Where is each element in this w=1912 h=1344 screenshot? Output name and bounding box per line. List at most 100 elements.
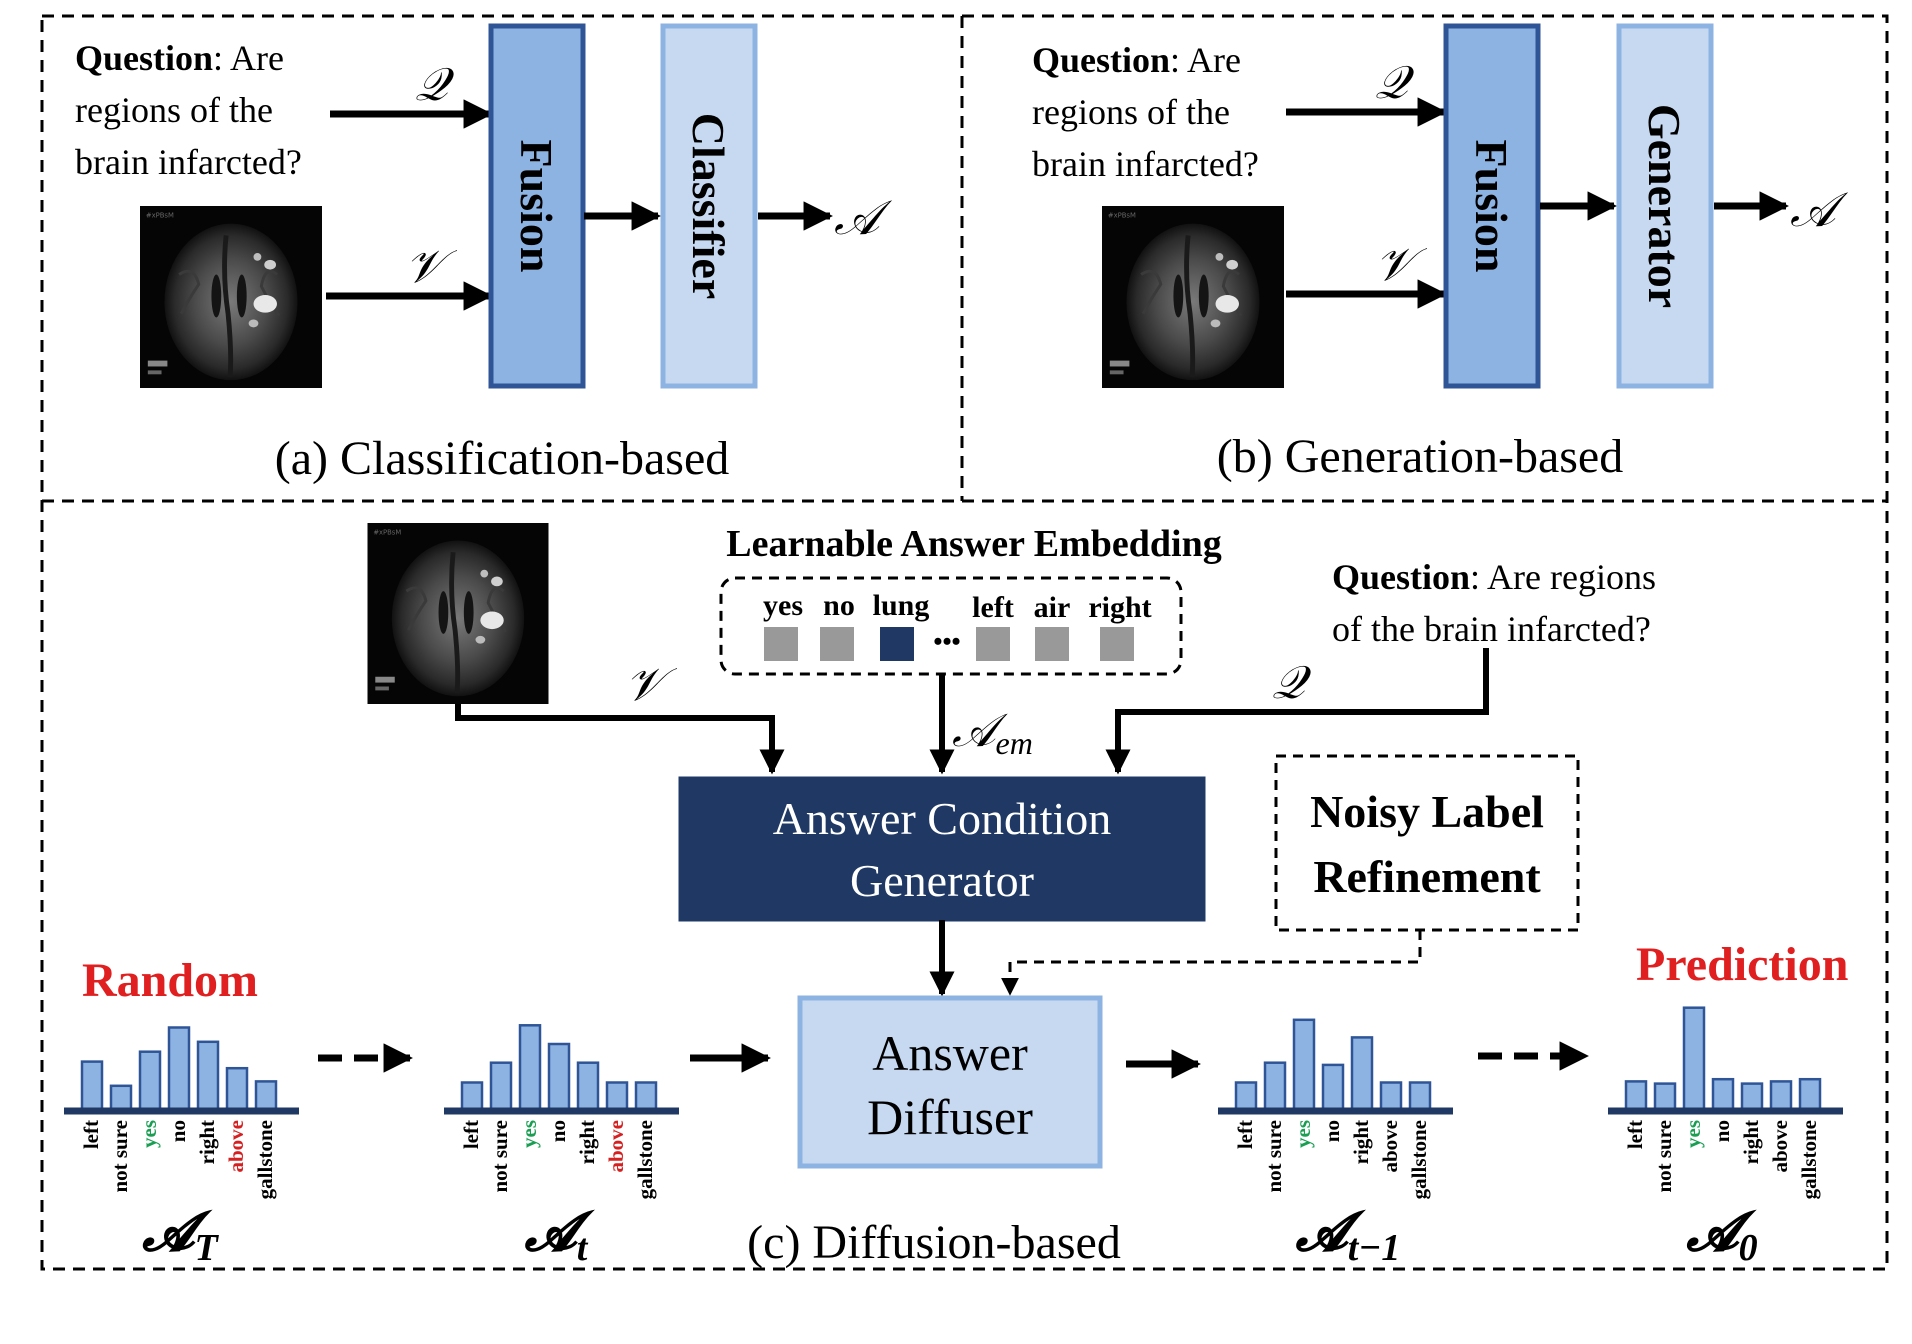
tick-label-A-t-no: no	[546, 1120, 570, 1142]
question-line-c-2: of the brain infarcted?	[1332, 609, 1651, 649]
bar-A-t-left	[460, 1081, 484, 1112]
bar-A-t-minus-1-left	[1234, 1081, 1258, 1112]
tick-label-A-t-yes: yes	[517, 1120, 541, 1148]
panel-frames	[40, 14, 1889, 1271]
condition-generator-line-1: Answer Condition	[773, 793, 1112, 844]
brain-mri-image-b	[1102, 206, 1284, 388]
fusion-box-a	[488, 23, 586, 389]
tick-label-A-t-gallstone: gallstone	[633, 1120, 657, 1199]
tick-label-A-0-no: no	[1710, 1120, 1734, 1142]
tick-label-A-t-minus-1-right: right	[1349, 1120, 1373, 1164]
generator-box	[1616, 23, 1714, 389]
tick-label-A-t-left: left	[459, 1120, 483, 1149]
question-text-b: Question: Are	[1032, 40, 1241, 80]
question-line-b-2: regions of the	[1032, 92, 1230, 132]
tick-label-A-T-gallstone: gallstone	[253, 1120, 277, 1199]
q-symbol-c: 𝒬	[1272, 657, 1312, 708]
bar-A-0-gallstone	[1798, 1077, 1822, 1112]
tick-label-A-T-right: right	[195, 1120, 219, 1164]
panel-a: Question: Are regions of the brain infar…	[75, 23, 893, 485]
token-square-right	[1100, 627, 1134, 661]
question-line-b-3: brain infarcted?	[1032, 144, 1259, 184]
diffuser-line-1: Answer	[872, 1025, 1028, 1081]
label-A-T: 𝓐T	[141, 1202, 219, 1269]
tick-label-A-T-no: no	[166, 1120, 190, 1142]
token-square-left	[976, 627, 1010, 661]
prediction-label: Prediction	[1636, 938, 1848, 991]
caption-a: (a) Classification-based	[275, 432, 730, 485]
bar-A-0-left	[1624, 1080, 1648, 1112]
tick-label-A-0-right: right	[1739, 1120, 1763, 1164]
bar-A-0-right	[1740, 1082, 1764, 1112]
panel-c: Learnable Answer Embedding yes no lung l…	[64, 523, 1848, 1269]
bar-A-t-minus-1-above	[1379, 1081, 1403, 1112]
token-square-yes	[764, 627, 798, 661]
caption-b: (b) Generation-based	[1217, 430, 1623, 483]
tick-label-A-T-above: above	[224, 1120, 248, 1173]
noisy-label-line-2: Refinement	[1313, 851, 1541, 902]
fusion-box-b	[1443, 23, 1541, 389]
answer-diffuser-box	[797, 995, 1103, 1169]
tick-label-A-t-not-sure: not sure	[488, 1120, 512, 1193]
v-arrow-c	[455, 704, 785, 775]
tick-label-A-0-gallstone: gallstone	[1797, 1120, 1821, 1199]
label-A-0: 𝓐0	[1685, 1202, 1757, 1269]
bar-A-T-above	[225, 1066, 249, 1112]
tick-label-A-t-right: right	[575, 1120, 599, 1164]
bar-A-T-left	[80, 1060, 104, 1112]
question-text-c: Question: Are regions	[1332, 557, 1656, 597]
tick-label-A-T-not-sure: not sure	[108, 1120, 132, 1193]
tick-label-A-0-above: above	[1768, 1120, 1792, 1173]
bar-A-t-minus-1-yes	[1292, 1018, 1316, 1112]
q-symbol-a: 𝒬	[415, 59, 455, 110]
noisy-label-refinement-box	[1274, 754, 1580, 932]
q-symbol-b: 𝒬	[1375, 57, 1415, 108]
bar-A-T-no	[167, 1026, 191, 1112]
question-line-a-3: brain infarcted?	[75, 142, 302, 182]
classifier-box	[660, 23, 758, 389]
label-A-t: 𝓐t	[524, 1202, 596, 1269]
bar-A-0-no	[1711, 1077, 1735, 1112]
bar-A-t-no	[547, 1042, 571, 1112]
bar-A-0-yes	[1682, 1006, 1706, 1112]
outer-dashed-frame	[40, 14, 1889, 1271]
tick-label-A-t-minus-1-above: above	[1378, 1120, 1402, 1173]
tick-label-A-T-left: left	[79, 1120, 103, 1149]
condition-generator-line-2: Generator	[850, 855, 1034, 906]
tick-label-A-0-not-sure: not sure	[1652, 1120, 1676, 1193]
bar-A-T-yes	[138, 1050, 162, 1112]
bar-A-t-minus-1-no	[1321, 1063, 1345, 1112]
token-ellipsis: •••	[933, 627, 960, 656]
tick-label-A-t-minus-1-left: left	[1233, 1120, 1257, 1149]
classifier-label: Classifier	[683, 113, 734, 300]
v-symbol-c: 𝒱	[625, 659, 678, 710]
token-square-air	[1035, 627, 1069, 661]
answer-symbol-a: 𝒜	[834, 192, 893, 245]
refinement-to-diffuser-arrow	[1001, 930, 1422, 996]
random-label: Random	[82, 954, 258, 1007]
tick-label-A-0-yes: yes	[1681, 1120, 1705, 1148]
bar-A-t-above	[605, 1081, 629, 1112]
bar-A-t-minus-1-gallstone	[1408, 1081, 1432, 1112]
bar-A-t-right	[576, 1061, 600, 1112]
bar-A-t-yes	[518, 1024, 542, 1112]
caption-c: (c) Diffusion-based	[747, 1216, 1121, 1269]
bar-A-0-not-sure	[1653, 1082, 1677, 1112]
diffuser-line-2: Diffuser	[867, 1089, 1033, 1145]
token-label-left: left	[972, 591, 1014, 624]
generator-label: Generator	[1639, 104, 1690, 308]
tick-label-A-0-left: left	[1623, 1120, 1647, 1149]
bar-A-T-gallstone	[254, 1080, 278, 1112]
panel-b: Question: Are regions of the brain infar…	[1032, 23, 1849, 483]
bar-A-t-minus-1-right	[1350, 1036, 1374, 1112]
fusion-label-a: Fusion	[511, 140, 562, 273]
q-arrow-c	[1105, 648, 1489, 775]
answer-symbol-b: 𝒜	[1790, 184, 1849, 237]
bar-A-t-minus-1-not-sure	[1263, 1061, 1287, 1112]
